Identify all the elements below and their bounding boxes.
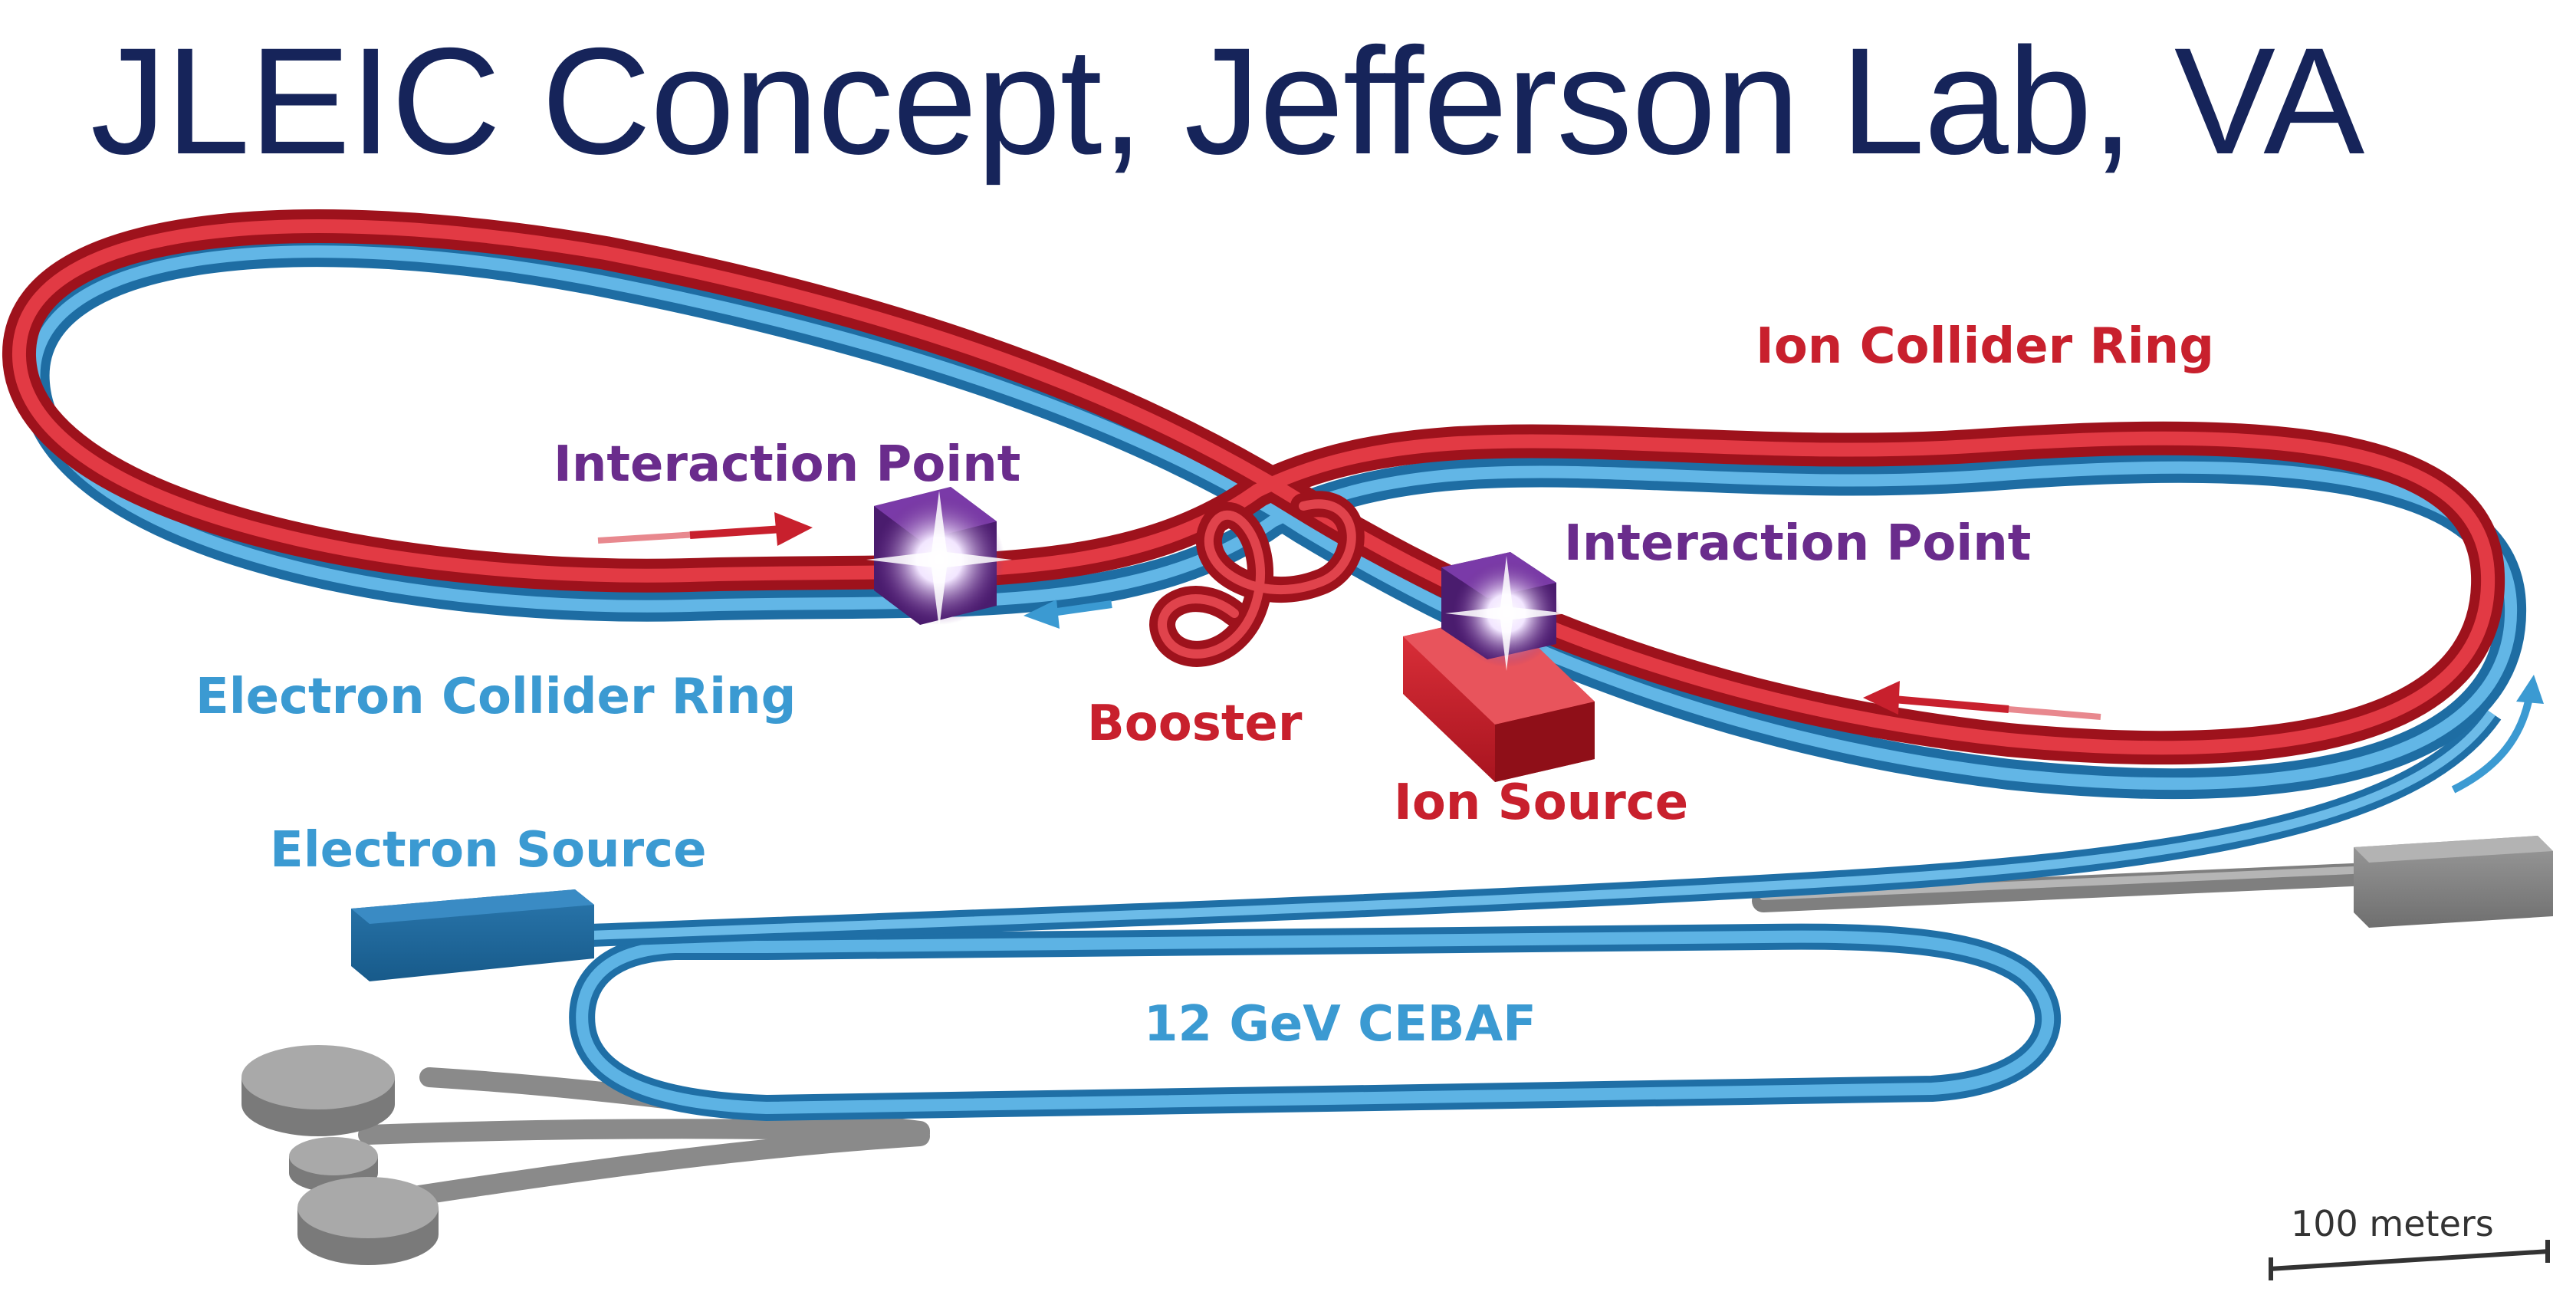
electron-direction-arrow-right [2451,675,2544,794]
cebaf-linac [242,836,2553,1265]
cebaf-hall-a [242,1045,395,1136]
ion-direction-arrow-right [1863,681,2101,720]
scale-bar-label: 100 meters [2291,1203,2494,1244]
interaction-point-right-label: Interaction Point [1564,515,2031,572]
cebaf-pipe-lower-2 [358,1119,930,1145]
cebaf-end-station-box [2354,836,2553,928]
cebaf-pipe-lower-3 [404,1126,930,1206]
electron-direction-arrow [1024,600,1112,629]
ion-collider-ring-label: Ion Collider Ring [1756,318,2214,375]
ion-source-label: Ion Source [1394,774,1688,831]
slide-title: JLEIC Concept, Jefferson Lab, VA [90,16,2364,186]
interaction-point-left-marker [866,487,1012,629]
cebaf-pipe-upper [1752,863,2380,912]
interaction-point-right-marker [1441,552,1568,671]
ion-direction-arrow-left [597,512,813,546]
ion-source-box [1403,613,1595,782]
cebaf-label: 12 GeV CEBAF [1144,996,1536,1053]
cebaf-hall-b [289,1137,378,1192]
electron-collider-ring-label: Electron Collider Ring [196,669,796,725]
scale-bar: 100 meters [2269,1203,2550,1280]
booster-label: Booster [1087,695,1303,752]
electron-source-label: Electron Source [270,822,707,879]
booster-ring [1149,491,1365,667]
cebaf-racetrack [569,706,2502,1122]
interaction-point-left-label: Interaction Point [554,436,1020,493]
electron-collider-ring [18,236,2527,800]
electron-source-box [351,889,594,981]
cebaf-hall-c [297,1177,439,1265]
